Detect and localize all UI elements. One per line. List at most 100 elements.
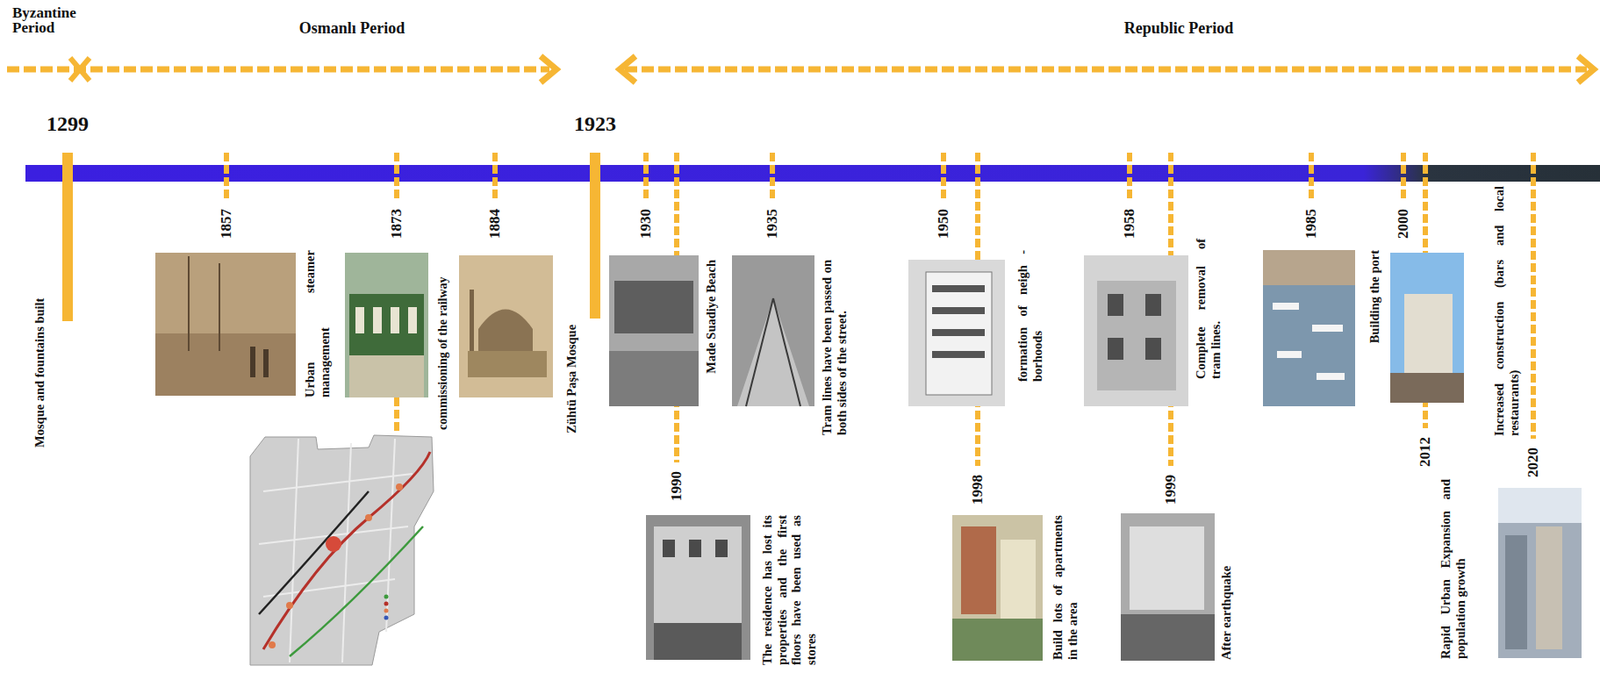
photo-detail (1312, 324, 1343, 332)
year-label: 1998 (968, 469, 987, 510)
map-area (250, 435, 434, 666)
period-arrow (624, 66, 1587, 73)
map-route (258, 491, 369, 615)
photo-detail (1262, 250, 1356, 286)
map-key-dot (384, 609, 389, 614)
year-tick (769, 152, 775, 201)
year-label: 1950 (934, 203, 953, 244)
photo (1120, 513, 1215, 661)
photo-detail (653, 526, 742, 624)
period-label: Republic Period (1124, 19, 1235, 38)
photo-detail (390, 307, 400, 334)
photo-detail (1277, 351, 1302, 359)
year-label: 1873 (387, 203, 406, 244)
photo-1998 (952, 515, 1043, 661)
photo-detail (1097, 280, 1177, 391)
year-label: 1857 (217, 203, 236, 244)
photo-detail (662, 539, 675, 558)
photo (645, 515, 751, 661)
event-label: Rapid Urban Expansion and population gro… (1438, 479, 1468, 660)
map-route (263, 452, 431, 650)
year-label: 1884 (486, 203, 504, 244)
photo-detail (1535, 526, 1563, 650)
era-marker (589, 152, 601, 319)
photo-detail (478, 309, 533, 352)
photo-detail (614, 280, 694, 334)
photo (1262, 250, 1356, 407)
photo-detail (746, 298, 774, 407)
year-label: 1985 (1302, 203, 1321, 244)
photo-detail (773, 298, 801, 407)
photo-1958 (1083, 255, 1189, 407)
year-label: 1990 (667, 466, 686, 507)
cross-mark (70, 57, 90, 81)
year-label: 1999 (1162, 469, 1180, 510)
photo-1930 (609, 255, 699, 407)
photo-detail (349, 294, 424, 356)
photo-detail (1390, 373, 1464, 403)
era-year: 1923 (573, 112, 617, 137)
event-label: Complete removal of tram lines. (1193, 238, 1223, 380)
photo (731, 255, 815, 407)
photo-detail (1145, 294, 1162, 316)
photo-detail (925, 272, 992, 395)
year-tick (394, 152, 400, 201)
photo-2020 (1498, 487, 1582, 659)
photo-1999 (1120, 513, 1215, 661)
year-label: 1935 (763, 203, 782, 244)
photo-detail (932, 307, 985, 315)
photo-detail (1107, 337, 1124, 360)
photo-detail (1404, 294, 1453, 374)
photo-detail (1272, 302, 1299, 310)
photo-1884 (459, 255, 553, 398)
photo-detail (250, 346, 256, 378)
year-label: 2020 (1524, 442, 1543, 483)
year-label: 1930 (637, 203, 655, 244)
year-tick (940, 152, 947, 201)
photo-1873 (344, 252, 429, 398)
map-point (286, 602, 294, 610)
event-label: Tram lines have been passed on both side… (819, 259, 849, 436)
photo-detail (1498, 487, 1582, 524)
photo-detail (1145, 337, 1162, 360)
year-label: 1958 (1120, 203, 1139, 244)
photo-detail (932, 351, 985, 359)
year-tick (223, 152, 230, 201)
photo-detail (932, 285, 985, 293)
map-key-dot (384, 616, 389, 621)
photo-detail (218, 263, 221, 352)
photo-detail (355, 307, 365, 334)
photo-detail (1120, 614, 1215, 661)
event-label: Build lots of apartments in the area (1050, 515, 1080, 661)
photo-detail (653, 623, 742, 661)
photo-1985 (1262, 250, 1356, 407)
year-tick (643, 152, 649, 201)
photo (155, 252, 296, 396)
event-label: After earthquake (1219, 515, 1235, 661)
photo-detail (373, 307, 382, 334)
map-key-dot (384, 602, 389, 607)
year-tick (492, 152, 498, 201)
timeline-bar (25, 165, 1600, 182)
year-tick (1530, 152, 1536, 439)
year-tick (1126, 152, 1133, 201)
photo-detail (932, 329, 985, 337)
photo-detail (688, 539, 702, 558)
photo-2000 (1390, 252, 1464, 403)
event-label: Mosque and fountains built (32, 263, 48, 448)
map-point (268, 641, 276, 649)
photo-detail (715, 539, 728, 558)
arrow-head (540, 56, 557, 83)
map-point (395, 483, 403, 491)
photo-detail (609, 351, 699, 407)
arrow-head (1578, 56, 1594, 83)
event-label: formation of neigh -borhoods (1015, 250, 1045, 382)
photo-detail (961, 526, 997, 615)
photo-1950 (908, 259, 1005, 407)
era-year: 1299 (46, 112, 89, 137)
photo-detail (737, 298, 810, 407)
arrow-head (619, 56, 636, 83)
photo-detail (187, 256, 190, 352)
district-map (250, 435, 434, 666)
event-label: Made Suadiye Beach (703, 259, 719, 409)
